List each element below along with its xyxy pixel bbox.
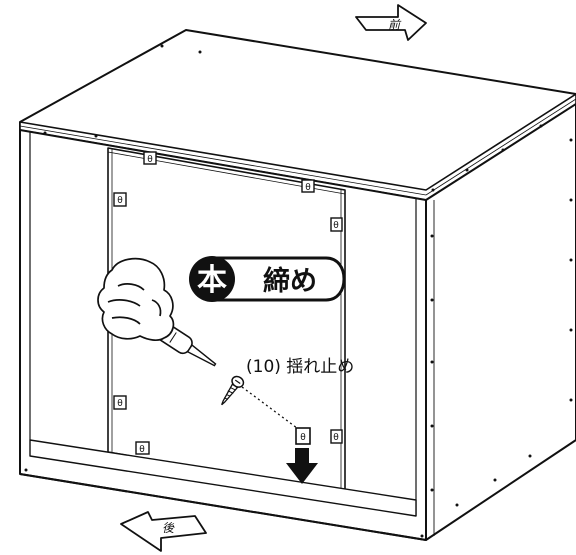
gloved-hand-icon bbox=[97, 257, 175, 342]
front-arrow-label: 前 bbox=[388, 18, 402, 32]
svg-text:θ: θ bbox=[305, 183, 311, 193]
back-direction-arrow: 後 bbox=[120, 511, 207, 552]
hon-badge bbox=[189, 256, 235, 302]
cabinet bbox=[19, 29, 576, 541]
bracket-target: θ bbox=[295, 427, 311, 445]
svg-text:θ: θ bbox=[333, 433, 339, 443]
part-label: (10) 揺れ止め bbox=[246, 357, 354, 377]
bracket-right-lower: θ bbox=[330, 429, 343, 444]
screw-guide-line bbox=[237, 383, 298, 429]
bracket-bottom-left: θ bbox=[135, 441, 150, 455]
screw-icon bbox=[221, 375, 245, 406]
hon-badge-text: 本 bbox=[197, 263, 227, 298]
svg-text:θ: θ bbox=[300, 433, 306, 443]
rivet-dots bbox=[24, 44, 573, 538]
svg-text:θ: θ bbox=[117, 399, 123, 409]
shime-text: 締め bbox=[263, 265, 317, 297]
down-arrow-icon bbox=[286, 448, 318, 484]
front-direction-arrow: 前 bbox=[355, 4, 427, 41]
bracket-left-lower: θ bbox=[113, 395, 127, 410]
back-arrow-label: 後 bbox=[162, 521, 175, 535]
bracket-right-upper: θ bbox=[330, 217, 343, 232]
bracket-left-upper: θ bbox=[113, 192, 127, 207]
bracket-top-middle: θ bbox=[301, 179, 315, 193]
svg-text:θ: θ bbox=[147, 155, 153, 165]
bracket-top-left: θ bbox=[143, 151, 157, 165]
svg-text:θ: θ bbox=[333, 221, 339, 231]
svg-text:θ: θ bbox=[117, 196, 123, 206]
bottom-rail bbox=[29, 439, 417, 517]
svg-text:θ: θ bbox=[139, 445, 145, 455]
hon-shime-callout: 本 締め bbox=[189, 256, 346, 302]
